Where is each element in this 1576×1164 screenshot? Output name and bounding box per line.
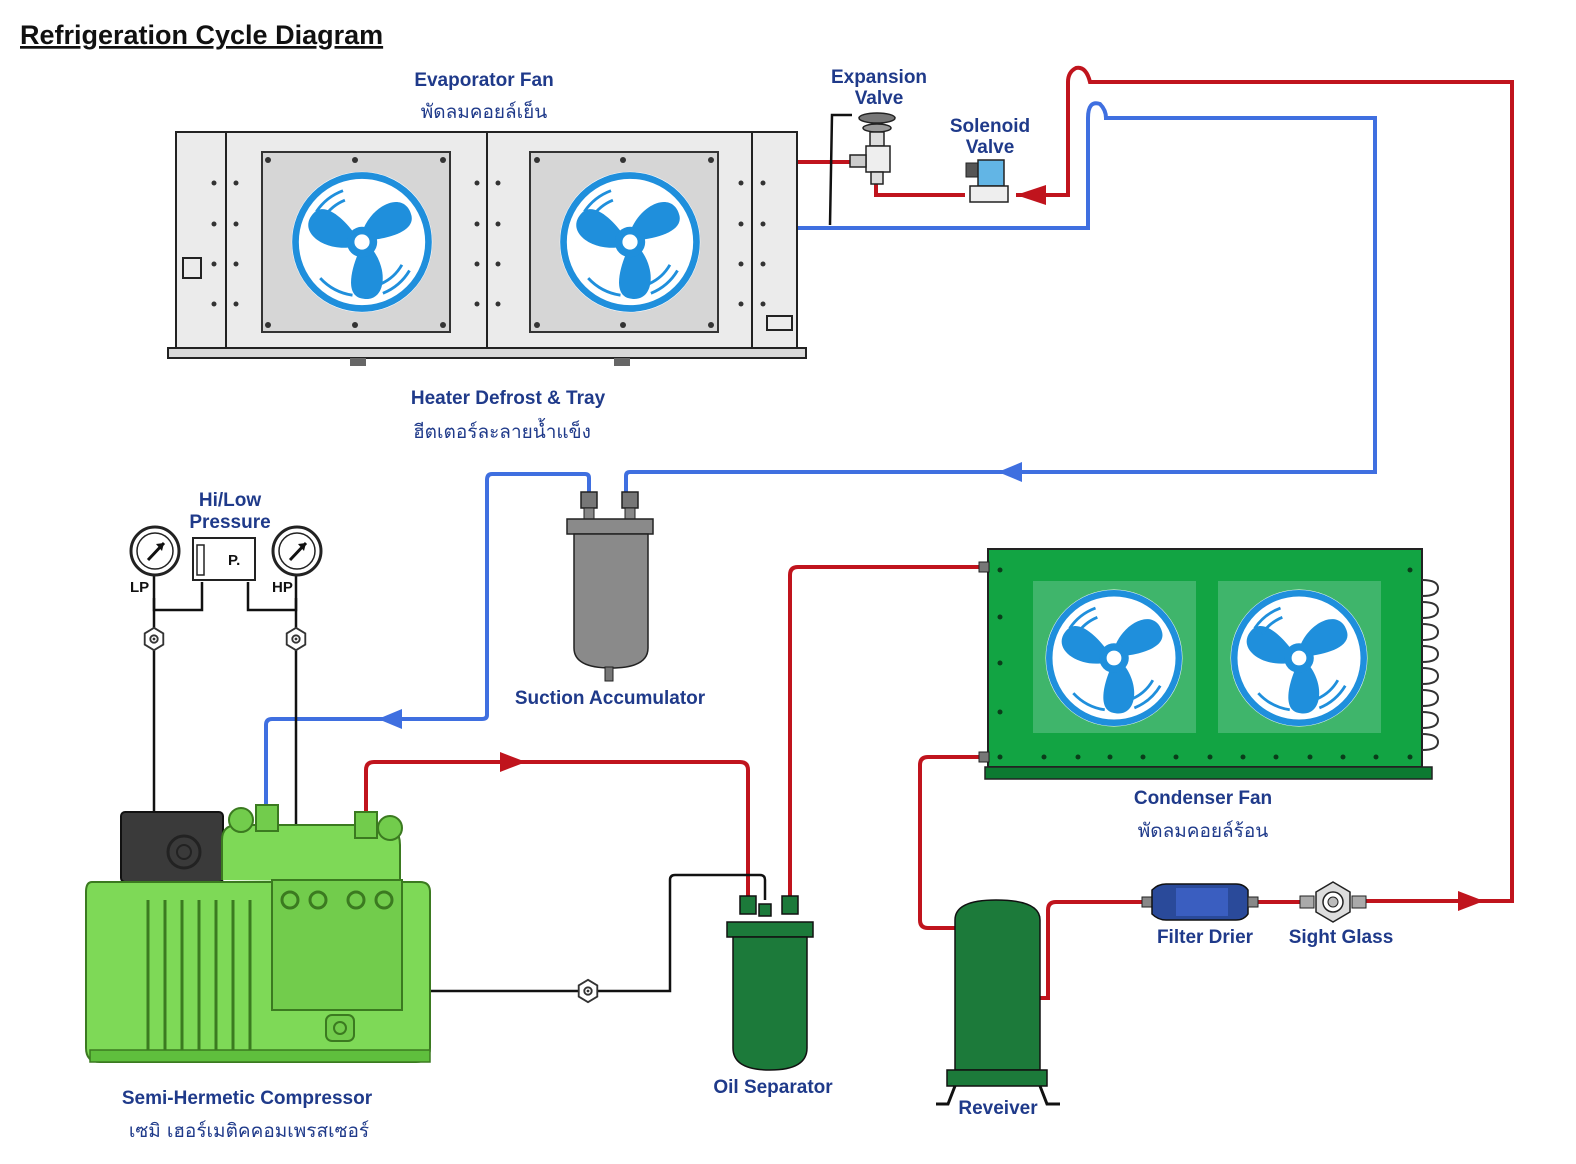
pressure-switch-label-2: Pressure bbox=[189, 512, 270, 533]
solenoid-valve-label-2: Valve bbox=[966, 137, 1015, 158]
service-valve-icon bbox=[143, 626, 165, 652]
filter-drier-label: Filter Drier bbox=[1157, 927, 1254, 948]
compressor-label: Semi-Hermetic Compressor bbox=[122, 1088, 373, 1109]
expansion-valve bbox=[849, 112, 896, 185]
heater-defrost-label-thai: ฮีตเตอร์ละลายน้ำแข็ง bbox=[413, 418, 591, 443]
service-valve-icon bbox=[577, 978, 599, 1004]
hp-label: HP bbox=[272, 579, 293, 596]
pressure-switch-box-text: P. bbox=[228, 552, 240, 569]
evaporator-fan-icon bbox=[560, 172, 701, 313]
oil-separator-label: Oil Separator bbox=[713, 1077, 833, 1098]
solenoid-valve-label-1: Solenoid bbox=[950, 116, 1030, 137]
condenser-fan-icon bbox=[1046, 590, 1183, 727]
pressure-switch-label-1: Hi/Low bbox=[199, 490, 261, 511]
evaporator-unit bbox=[167, 131, 807, 366]
condenser-unit bbox=[978, 548, 1440, 780]
arrow-suction-icon bbox=[998, 462, 1022, 482]
compressor-label-thai: เซมิ เฮอร์เมติคคอมเพรสเซอร์ bbox=[129, 1120, 369, 1142]
pressure-switch: P. bbox=[192, 537, 256, 581]
arrow-suction-icon bbox=[378, 709, 402, 729]
evaporator-label: Evaporator Fan bbox=[414, 70, 553, 91]
condenser-label-thai: พัดลมคอยล์ร้อน bbox=[1138, 820, 1269, 842]
evaporator-fan-icon bbox=[292, 172, 433, 313]
arrow-liquid-icon bbox=[1016, 185, 1046, 205]
condenser-label: Condenser Fan bbox=[1134, 788, 1272, 809]
page-title: Refrigeration Cycle Diagram bbox=[20, 20, 383, 50]
lp-label: LP bbox=[130, 579, 149, 596]
expansion-valve-label-1: Expansion bbox=[831, 67, 927, 88]
service-valve-icon bbox=[285, 626, 307, 652]
sight-glass-label: Sight Glass bbox=[1289, 927, 1394, 948]
receiver bbox=[936, 899, 1060, 1106]
sight-glass bbox=[1299, 881, 1367, 923]
receiver-label: Reveiver bbox=[958, 1098, 1038, 1119]
filter-drier bbox=[1141, 883, 1259, 921]
hp-gauge bbox=[271, 525, 323, 577]
expansion-valve-label-2: Valve bbox=[855, 88, 904, 109]
evaporator-label-thai: พัดลมคอยล์เย็น bbox=[421, 99, 548, 123]
arrow-discharge-icon bbox=[500, 752, 526, 772]
heater-defrost-label: Heater Defrost & Tray bbox=[411, 388, 606, 409]
solenoid-valve bbox=[965, 159, 1009, 203]
flow-arrows bbox=[378, 185, 1484, 911]
oil-separator bbox=[726, 895, 814, 1071]
suction-accumulator-label: Suction Accumulator bbox=[515, 688, 706, 709]
suction-accumulator bbox=[566, 491, 654, 682]
arrow-liquid-icon bbox=[1458, 891, 1484, 911]
lp-gauge bbox=[129, 525, 181, 577]
compressor bbox=[85, 804, 431, 1063]
condenser-fan-icon bbox=[1231, 590, 1368, 727]
